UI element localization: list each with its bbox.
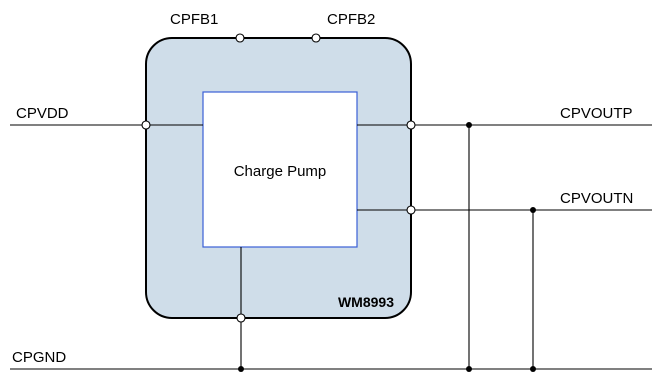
cpfb1-label: CPFB1 (170, 11, 218, 28)
junction-dot (530, 207, 536, 213)
cpgnd-pin (236, 313, 246, 323)
cpvoutn-pin (406, 205, 416, 215)
cpfb2-pin (311, 33, 321, 43)
cpvoutp-pin (406, 120, 416, 130)
charge-pump-block (202, 91, 358, 248)
junction-dot (238, 366, 244, 372)
cpvoutp-label: CPVOUTP (560, 105, 633, 122)
cpfb1-pin (235, 33, 245, 43)
cpgnd-label: CPGND (12, 349, 66, 366)
cpvdd-pin (141, 120, 151, 130)
cpfb2-label: CPFB2 (327, 11, 375, 28)
chip-name-label: WM8993 (338, 294, 394, 310)
junction-dot (530, 366, 536, 372)
cpvdd-label: CPVDD (16, 105, 69, 122)
cpvoutn-label: CPVOUTN (560, 190, 633, 207)
charge-pump-label: Charge Pump (234, 163, 327, 180)
junction-dot (466, 122, 472, 128)
junction-dot (466, 366, 472, 372)
